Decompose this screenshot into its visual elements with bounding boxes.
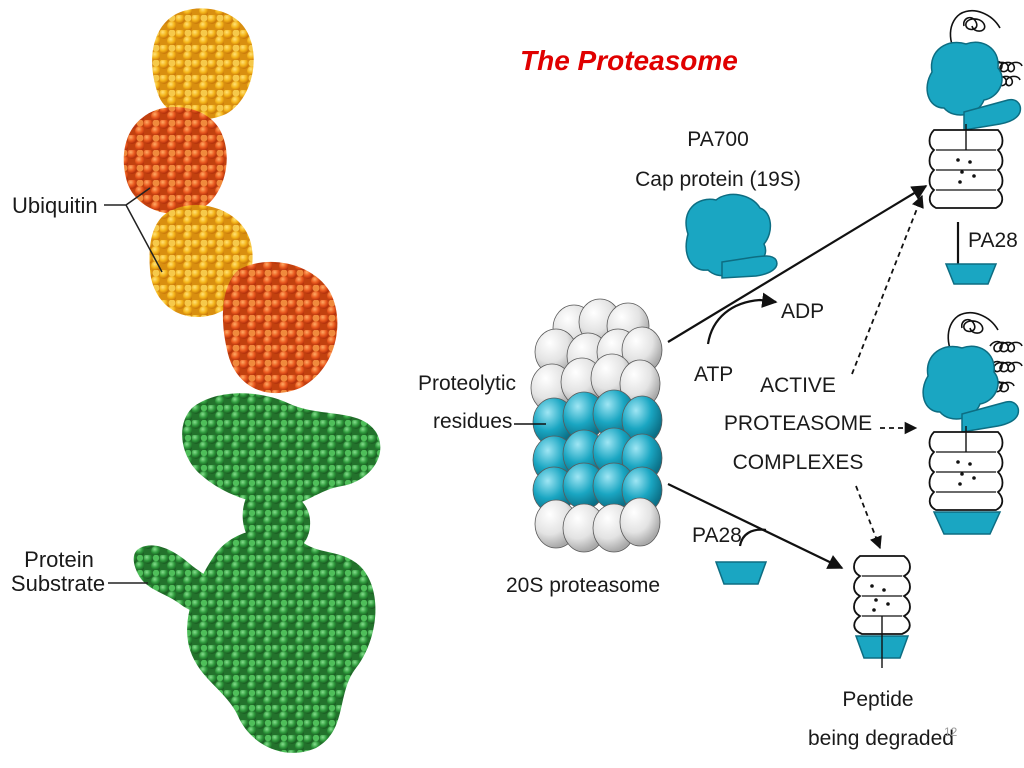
cap-protein-label: Cap protein (19S) bbox=[635, 168, 801, 191]
20s-proteasome-core bbox=[530, 298, 663, 553]
peptide-dot bbox=[870, 584, 874, 588]
pa28-complex-bottom bbox=[853, 555, 911, 668]
pa28-label-bottom: PA28 bbox=[692, 524, 742, 547]
pa700-cap-body bbox=[685, 193, 772, 277]
pa28-label-right: PA28 bbox=[968, 229, 1018, 252]
peptide-dot bbox=[958, 180, 962, 184]
atp-adp-curve bbox=[706, 292, 778, 345]
protein-label: Protein bbox=[24, 547, 94, 572]
slide-title: The Proteasome bbox=[520, 45, 738, 76]
peptide-dot bbox=[956, 460, 960, 464]
dashed-arrow-down bbox=[855, 485, 882, 550]
proteasome-label: PROTEASOME bbox=[723, 412, 873, 435]
pa28-join-curve bbox=[738, 528, 767, 547]
arrow-to-pa28-complex bbox=[667, 483, 844, 569]
protein-substrate bbox=[133, 393, 381, 753]
hybrid-cap-arm bbox=[961, 400, 1020, 433]
substrate-label: Substrate bbox=[10, 571, 106, 596]
hybrid-complex-right bbox=[922, 312, 1023, 535]
hybrid-cap-body bbox=[922, 345, 999, 420]
peptide-dot bbox=[972, 174, 976, 178]
cap-complex-top-body bbox=[926, 41, 1003, 116]
ubiquitin-chain bbox=[123, 8, 338, 394]
peptide-dot bbox=[886, 602, 890, 606]
adp-label: ADP bbox=[781, 300, 825, 323]
complexes-label: COMPLEXES bbox=[732, 451, 864, 474]
pa28-free-right bbox=[944, 263, 998, 285]
active-label: ACTIVE bbox=[760, 374, 836, 397]
pa700-label: PA700 bbox=[687, 128, 749, 151]
20s-proteasome-label: 20S proteasome bbox=[506, 574, 661, 597]
left-pointer-lines bbox=[104, 187, 163, 584]
being-degraded-label: being degraded bbox=[808, 727, 954, 750]
pa700-cap-arm bbox=[721, 255, 778, 279]
pa700-cap bbox=[685, 193, 778, 279]
peptide-dot bbox=[960, 472, 964, 476]
ubiquitin-blob-fourth bbox=[222, 261, 338, 394]
peptide-label: Peptide bbox=[842, 688, 914, 711]
ubiquitin-blob-top bbox=[152, 8, 254, 120]
peptide-dot bbox=[956, 158, 960, 162]
proteolytic-label: Proteolytic bbox=[418, 372, 517, 395]
peptide-dot bbox=[872, 608, 876, 612]
peptide-dot bbox=[958, 482, 962, 486]
hybrid-pa28-cap bbox=[932, 511, 1002, 535]
peptide-dot bbox=[968, 160, 972, 164]
page-number: 12 bbox=[944, 725, 958, 739]
ubiquitin-label: Ubiquitin bbox=[12, 193, 98, 218]
pathway-arrows bbox=[667, 185, 966, 569]
ubiquitin-pointer bbox=[104, 187, 163, 273]
core-subunit bbox=[619, 497, 661, 547]
substrate-blob-lower bbox=[187, 528, 376, 753]
peptide-dot bbox=[972, 476, 976, 480]
ubiquitin-blob-second bbox=[123, 106, 227, 215]
peptide-dot bbox=[874, 598, 878, 602]
capped-complex-top bbox=[926, 10, 1023, 209]
peptide-dot bbox=[960, 170, 964, 174]
substrate-connector bbox=[242, 487, 311, 556]
arrow-to-cap-complex bbox=[667, 185, 928, 343]
atp-label: ATP bbox=[694, 363, 734, 386]
hybrid-squiggle-coil bbox=[989, 340, 1023, 393]
dashed-arrows bbox=[851, 194, 924, 550]
substrate-blob-upper bbox=[182, 393, 381, 507]
residues-label: residues bbox=[433, 410, 513, 433]
pa28-free-bottom bbox=[714, 561, 768, 585]
peptide-dot bbox=[882, 588, 886, 592]
peptide-dot bbox=[968, 462, 972, 466]
substrate-tail bbox=[133, 545, 223, 615]
dashed-arrow-up bbox=[851, 194, 924, 375]
cap-complex-top-arm bbox=[963, 98, 1022, 131]
